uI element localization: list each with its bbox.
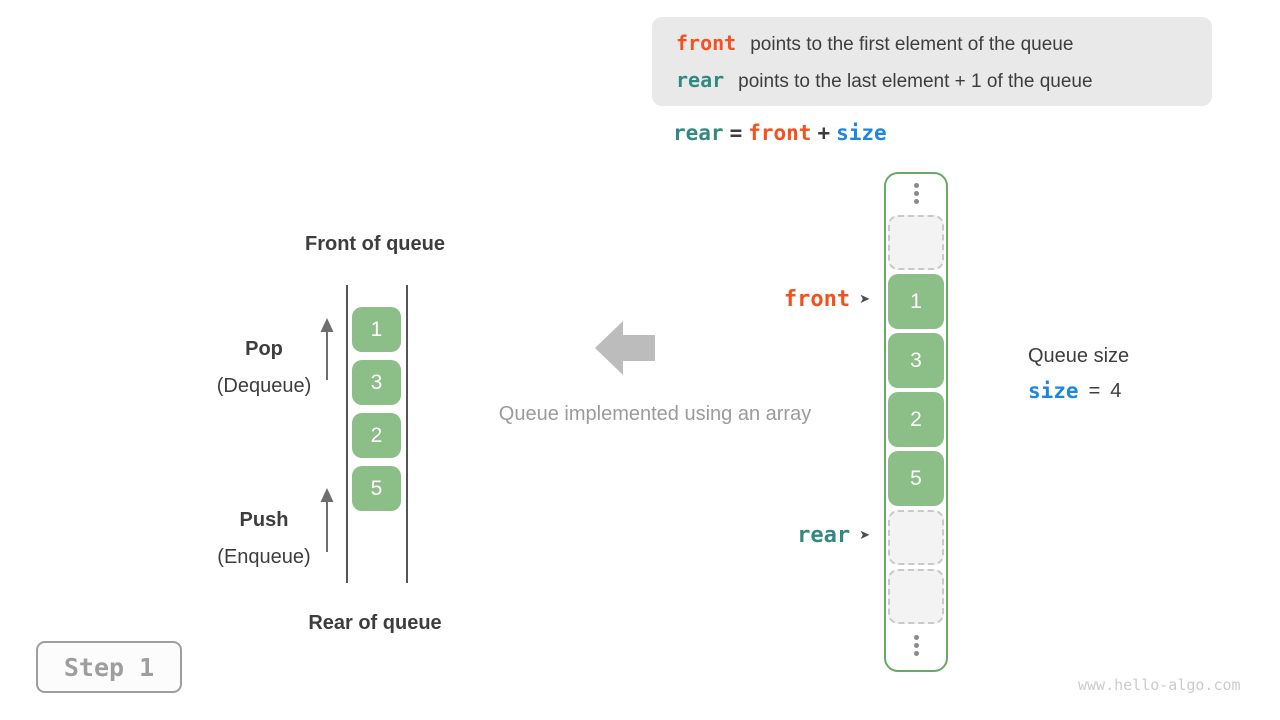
array-cell: 5	[888, 451, 944, 506]
pop-title: Pop	[245, 338, 283, 360]
formula-token: +	[817, 121, 831, 145]
array-cell: 3	[888, 333, 944, 388]
queue-values: 1 3 2 5	[352, 307, 401, 511]
legend-text: points to the last element + 1 of the qu…	[738, 71, 1093, 92]
pointer-arrow-icon: ➤	[859, 291, 870, 307]
pop-label: Pop (Dequeue)	[184, 331, 344, 405]
legend-keyword: rear	[676, 68, 725, 92]
queue-cell: 2	[352, 413, 401, 458]
queue-size-label: Queue size	[1028, 345, 1130, 367]
array-cell-empty	[888, 215, 944, 270]
push-label: Push (Enqueue)	[184, 502, 344, 576]
legend-keyword: front	[676, 31, 737, 55]
push-subtitle: (Enqueue)	[217, 546, 311, 568]
queue-cell: 5	[352, 466, 401, 511]
legend-box: front points to the first element of the …	[652, 17, 1212, 106]
pop-subtitle: (Dequeue)	[216, 375, 312, 397]
formula-token: =	[729, 121, 743, 145]
ellipsis-top-icon	[913, 183, 919, 204]
legend-line: front points to the first element of the …	[676, 25, 1212, 62]
queue-wall-left	[346, 285, 348, 583]
front-of-queue-label: Front of queue	[305, 233, 445, 255]
pop-arrow-icon	[317, 318, 337, 380]
size-equals: =	[1088, 379, 1101, 402]
array-cell-empty	[888, 569, 944, 624]
queue-wall-right	[406, 285, 408, 583]
array-cell: 1	[888, 274, 944, 329]
rear-of-queue-label: Rear of queue	[308, 612, 442, 634]
formula: rear=front+size	[670, 121, 890, 145]
pointer-arrow-icon: ➤	[859, 527, 870, 543]
watermark: www.hello-algo.com	[1078, 676, 1241, 694]
front-pointer: front ➤	[690, 285, 870, 313]
queue-cell: 1	[352, 307, 401, 352]
rear-pointer: rear ➤	[690, 521, 870, 549]
array-cell: 2	[888, 392, 944, 447]
formula-token: rear	[673, 121, 724, 145]
front-pointer-label: front	[783, 286, 851, 312]
array-cell-empty	[888, 510, 944, 565]
formula-token: size	[836, 121, 887, 145]
legend-line: rear points to the last element + 1 of th…	[676, 62, 1212, 99]
legend-text: points to the first element of the queue	[750, 34, 1074, 55]
formula-token: front	[748, 121, 812, 145]
rear-pointer-label: rear	[797, 522, 851, 548]
queue-size-value: size = 4	[1028, 379, 1121, 403]
queue-cell: 3	[352, 360, 401, 405]
diagram-caption: Queue implemented using an array	[498, 403, 812, 425]
push-title: Push	[239, 509, 289, 531]
ellipsis-bottom-icon	[913, 635, 919, 656]
left-block-arrow-icon	[595, 320, 655, 381]
push-arrow-icon	[317, 488, 337, 552]
size-number: 4	[1110, 379, 1122, 402]
size-variable: size	[1028, 379, 1079, 403]
step-badge: Step 1	[36, 641, 182, 693]
